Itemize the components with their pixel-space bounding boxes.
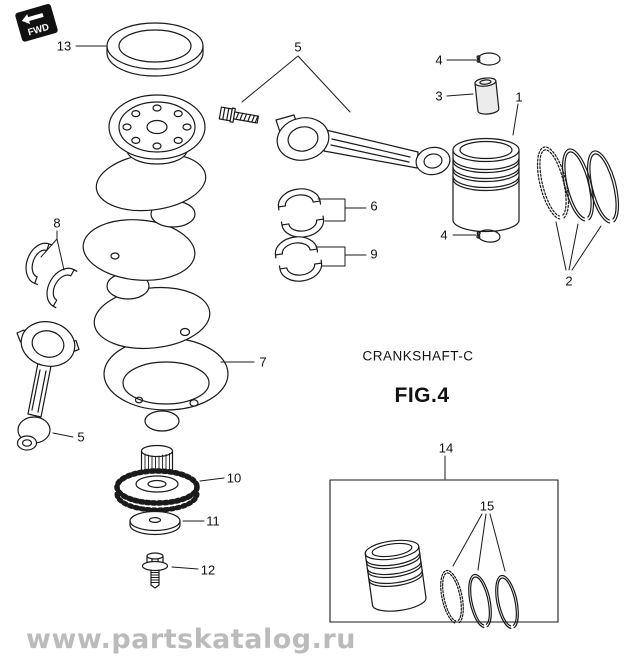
watermark: www.partskatalog.ru: [26, 624, 356, 655]
part-label-13: 13: [56, 38, 72, 54]
figure-title: CRANKSHAFT-C: [362, 348, 474, 364]
piston-drawing: [452, 137, 520, 233]
part-label-2: 2: [565, 273, 573, 289]
connecting-rod-bottom-drawing: [16, 321, 80, 451]
part-label-7: 7: [259, 354, 267, 370]
bolt-drawing: [141, 552, 169, 589]
part-label-9: 9: [370, 246, 378, 262]
piston-ring-set-drawing: [530, 143, 626, 227]
part-label-1: 1: [515, 89, 523, 105]
rod-bolt-drawing: [218, 106, 259, 124]
bearing-shells-8-drawing: [20, 238, 78, 309]
crankshaft-drawing: [82, 94, 229, 432]
fwd-arrow-icon: [21, 13, 44, 25]
bearing-shells-9-drawing: [272, 233, 325, 285]
part-label-5-top: 5: [294, 39, 302, 55]
part-label-15: 15: [479, 498, 495, 514]
part-label-6: 6: [370, 198, 378, 214]
part-label-4-top: 4: [435, 52, 443, 68]
gear-drawing: [114, 444, 200, 513]
thrust-ring-drawing: [106, 22, 204, 77]
connecting-rod-top-drawing: [218, 106, 451, 176]
part-label-12: 12: [200, 562, 216, 578]
part-label-5-bottom: 5: [77, 429, 85, 445]
inset-box: [329, 479, 559, 623]
part-label-10: 10: [226, 470, 242, 486]
washer-drawing: [129, 510, 181, 536]
inset-piston-drawing: [364, 539, 427, 612]
inset-box-group: [329, 479, 559, 631]
part-label-8: 8: [53, 215, 61, 231]
circlip-top-drawing: [476, 52, 501, 66]
part-label-14: 14: [438, 440, 454, 456]
part-label-3: 3: [435, 88, 443, 104]
fwd-badge: FWD: [15, 4, 58, 42]
part-label-11: 11: [206, 513, 220, 529]
inset-ring-set-drawing: [436, 567, 523, 631]
figure-number: FIG.4: [394, 384, 450, 407]
piston-pin-drawing: [474, 77, 500, 115]
bearing-shells-6-drawing: [275, 185, 327, 241]
part-label-4-bottom: 4: [440, 227, 448, 243]
leader-lines: [40, 45, 602, 572]
